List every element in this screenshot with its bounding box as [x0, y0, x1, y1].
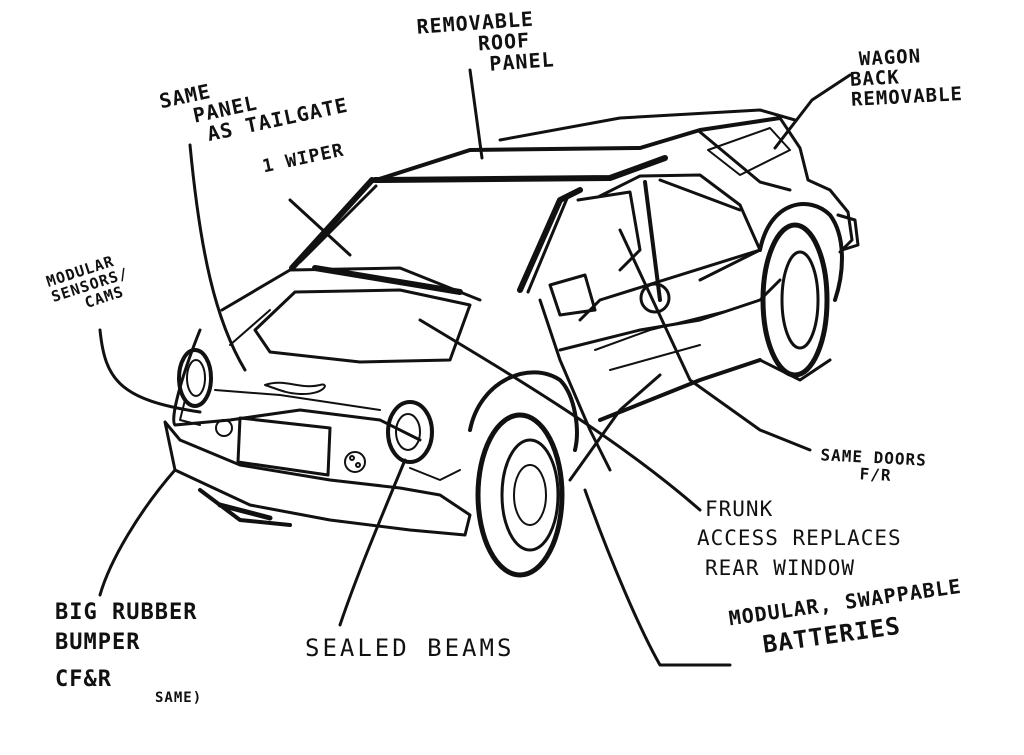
- label-line: FRUNK: [705, 497, 774, 521]
- leader-batteries-branch: [568, 373, 662, 482]
- leader-same-doors: [618, 228, 812, 452]
- label-line: BUMPER: [55, 629, 141, 655]
- label-line: SAME): [155, 690, 203, 707]
- label-line: ACCESS REPLACES: [697, 526, 902, 551]
- leader-lines: [98, 68, 852, 667]
- leader-sealed-beams: [338, 458, 407, 627]
- label-line: SEALED BEAMS: [305, 634, 515, 662]
- label-line: BIG RUBBER: [55, 600, 198, 625]
- leader-wagon-back: [773, 73, 852, 150]
- leader-batteries: [583, 488, 732, 667]
- label-big-rubber-bumper: BIG RUBBER BUMPER CF&R SAME): [55, 598, 202, 708]
- car-body: [163, 108, 860, 578]
- leader-bumper: [98, 468, 177, 597]
- label-removable-roof-panel: REMOVABLE ROOF PANEL: [416, 7, 555, 79]
- label-same-doors-fr: SAME DOORS F/R: [819, 445, 927, 486]
- leader-wiper: [288, 198, 352, 257]
- label-frunk-access: FRUNK ACCESS REPLACES REAR WINDOW: [697, 495, 902, 583]
- label-sealed-beams: SEALED BEAMS: [305, 634, 515, 662]
- label-line: REAR WINDOW: [705, 555, 856, 580]
- label-line: PANEL: [488, 47, 556, 76]
- label-wagon-back-removable: WAGON BACK REMOVABLE: [849, 45, 963, 111]
- leader-modular-sensors: [98, 328, 202, 414]
- leader-frunk: [418, 318, 702, 512]
- label-line: CF&R: [55, 667, 112, 693]
- leader-roof-panel: [468, 68, 484, 160]
- leader-same-panel: [188, 143, 247, 372]
